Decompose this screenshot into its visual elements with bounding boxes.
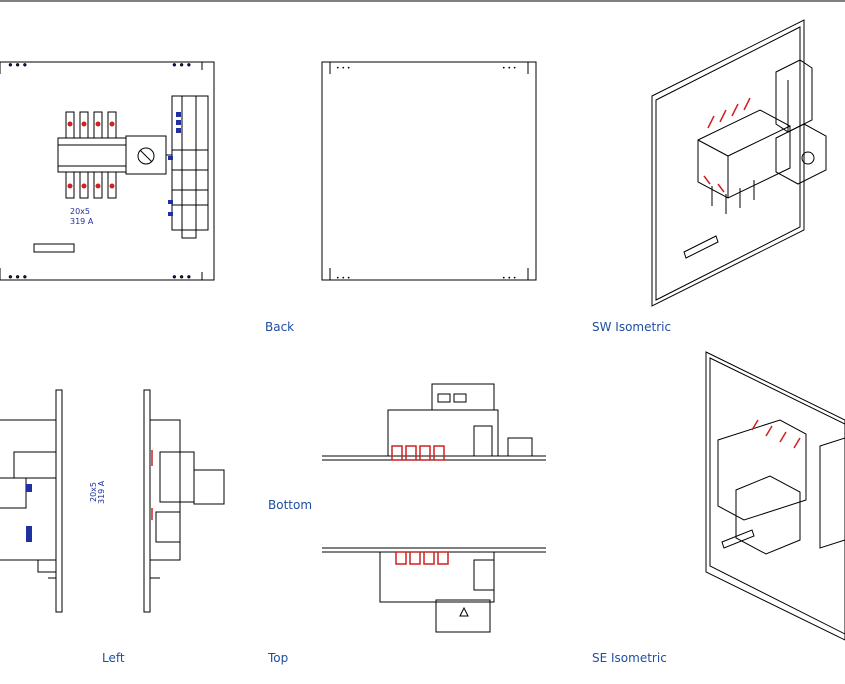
back-corner-dots-br: • • • <box>502 275 516 282</box>
left-switch-rating: 319 A <box>97 480 106 504</box>
front-switch-size: 20x5 <box>70 207 90 216</box>
back-view <box>321 61 537 281</box>
svg-text:• • •: • • • <box>172 61 191 70</box>
view-label-top: Top <box>268 651 289 665</box>
right-view <box>143 389 225 613</box>
svg-text:• • •: • • • <box>8 273 27 282</box>
bottom-red-poles <box>391 445 445 461</box>
back-corner-dots-tr: • • • <box>502 65 516 72</box>
left-blue-marks <box>26 484 32 542</box>
view-label-se-isometric: SE Isometric <box>592 651 667 665</box>
sw-isometric-view <box>651 19 827 307</box>
left-view <box>0 389 63 613</box>
left-switch-size: 20x5 <box>89 482 98 502</box>
view-label-sw-isometric: SW Isometric <box>592 320 672 334</box>
front-switch-rating: 319 A <box>70 217 94 226</box>
se-red-poles <box>751 419 801 449</box>
svg-text:• • •: • • • <box>8 61 27 70</box>
se-isometric-view <box>705 351 845 641</box>
front-blue-marks <box>168 112 181 216</box>
front-view: • • • • • • • • • • • • <box>0 61 215 283</box>
sw-red-poles <box>703 97 751 193</box>
view-label-left: Left <box>102 651 125 665</box>
front-red-terminals <box>67 121 115 189</box>
top-red-poles <box>395 551 449 565</box>
svg-text:• • •: • • • <box>172 273 191 282</box>
view-label-bottom: Bottom <box>268 498 313 512</box>
back-corner-dots-tl: • • • <box>336 65 350 72</box>
back-corner-dots-bl: • • • <box>336 275 350 282</box>
view-label-back: Back <box>265 320 295 334</box>
